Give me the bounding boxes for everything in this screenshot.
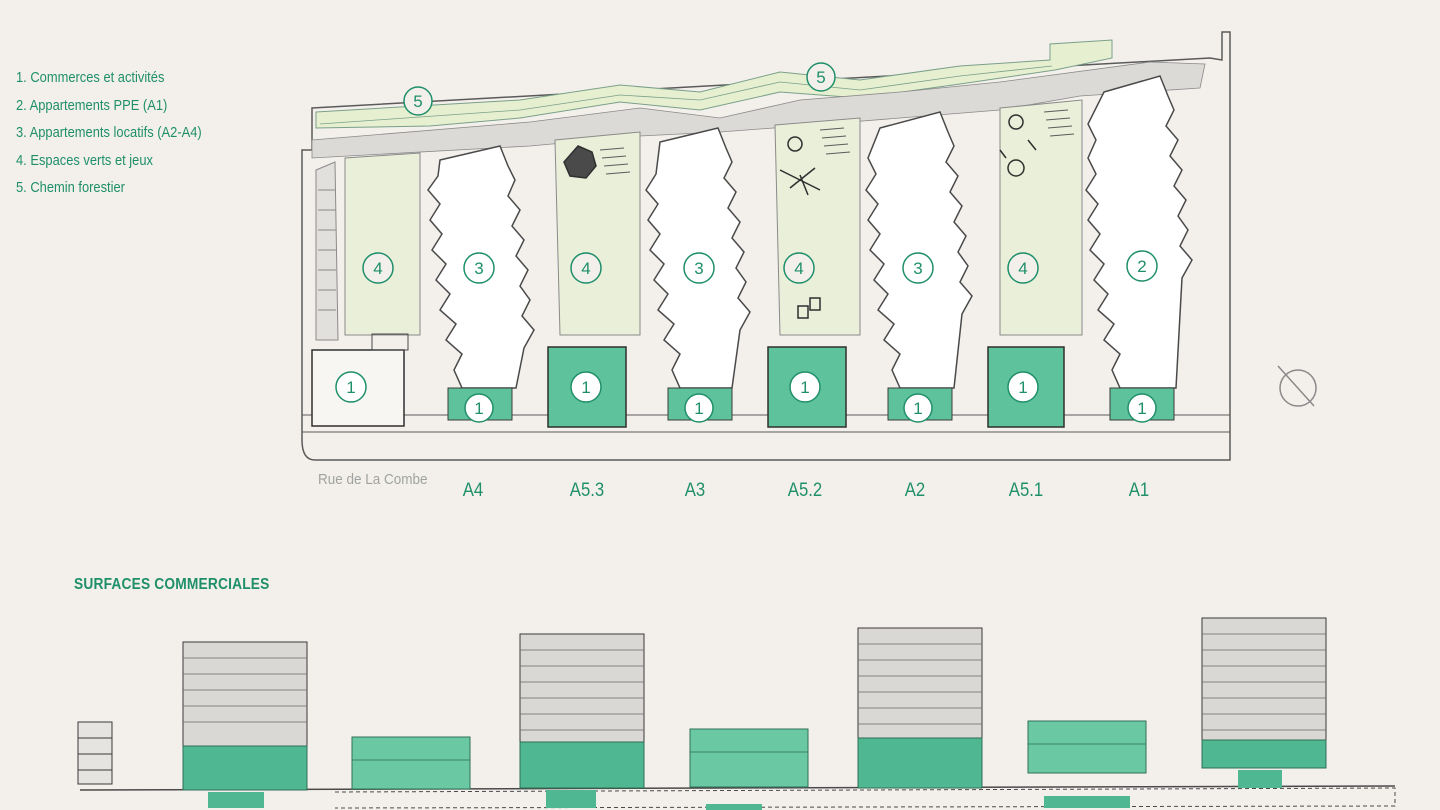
svg-text:3: 3 — [694, 259, 703, 278]
playground-equipment — [563, 114, 1037, 319]
building-label-a5-1: A5.1 — [1008, 480, 1044, 501]
marker-1: 1 — [903, 393, 933, 423]
marker-3: 3 — [463, 252, 495, 284]
svg-text:2: 2 — [1137, 257, 1146, 276]
section-title: SURFACES COMMERCIALES — [74, 576, 270, 593]
street-label: Rue de La Combe — [318, 471, 428, 488]
marker-4: 4 — [362, 252, 394, 284]
building-label-a5-2: A5.2 — [787, 480, 823, 501]
marker-5: 5 — [403, 86, 433, 116]
marker-5: 5 — [806, 62, 836, 92]
legend-item: 5. Chemin forestier — [16, 179, 125, 196]
svg-text:1: 1 — [694, 399, 703, 418]
svg-text:3: 3 — [913, 259, 922, 278]
plan-markers: 5 5 4 3 4 3 4 3 4 2 1 1 1 1 1 1 1 1 — [335, 62, 1158, 423]
svg-text:1: 1 — [346, 378, 355, 397]
svg-text:4: 4 — [581, 259, 590, 278]
marker-2: 2 — [1126, 250, 1158, 282]
tower-elevations — [182, 617, 1327, 747]
marker-3: 3 — [683, 252, 715, 284]
svg-text:1: 1 — [474, 399, 483, 418]
marker-1: 1 — [1007, 371, 1039, 403]
marker-1: 1 — [1127, 393, 1157, 423]
building-label-a4: A4 — [462, 480, 484, 501]
svg-text:1: 1 — [913, 399, 922, 418]
commercial-elevations — [182, 720, 1327, 791]
legend-item: 4. Espaces verts et jeux — [16, 151, 153, 169]
svg-text:5: 5 — [816, 68, 825, 87]
marker-1: 1 — [464, 393, 494, 423]
building-label-a5-3: A5.3 — [569, 480, 605, 501]
svg-text:5: 5 — [413, 92, 422, 111]
marker-3: 3 — [902, 252, 934, 284]
svg-text:1: 1 — [800, 378, 809, 397]
marker-1: 1 — [570, 371, 602, 403]
svg-text:1: 1 — [1137, 399, 1146, 418]
building-label-a1: A1 — [1128, 480, 1150, 501]
marker-4: 4 — [570, 252, 602, 284]
marker-1: 1 — [789, 371, 821, 403]
svg-text:1: 1 — [581, 378, 590, 397]
building-label-a2: A2 — [904, 480, 926, 501]
legend: 1. Commerces et activités 2. Appartement… — [16, 64, 202, 202]
svg-text:1: 1 — [1018, 378, 1027, 397]
green-spaces — [344, 99, 1083, 336]
north-arrow-icon — [1277, 365, 1317, 407]
elevation-drawing — [77, 617, 1396, 810]
marker-4: 4 — [783, 252, 815, 284]
marker-4: 4 — [1007, 252, 1039, 284]
svg-text:3: 3 — [474, 259, 483, 278]
parking — [315, 161, 339, 341]
marker-1: 1 — [335, 371, 367, 403]
forest-path — [315, 39, 1113, 129]
legend-item: 3. Appartements locatifs (A2-A4) — [16, 124, 202, 141]
legend-item: 2. Appartements PPE (A1) — [16, 96, 168, 114]
svg-text:4: 4 — [373, 259, 382, 278]
marker-1: 1 — [684, 393, 714, 423]
building-label-a3: A3 — [684, 480, 706, 501]
svg-text:4: 4 — [794, 259, 803, 278]
stairs — [599, 109, 1075, 175]
legend-item: 1. Commerces et activités — [16, 69, 165, 86]
svg-text:4: 4 — [1018, 259, 1027, 278]
